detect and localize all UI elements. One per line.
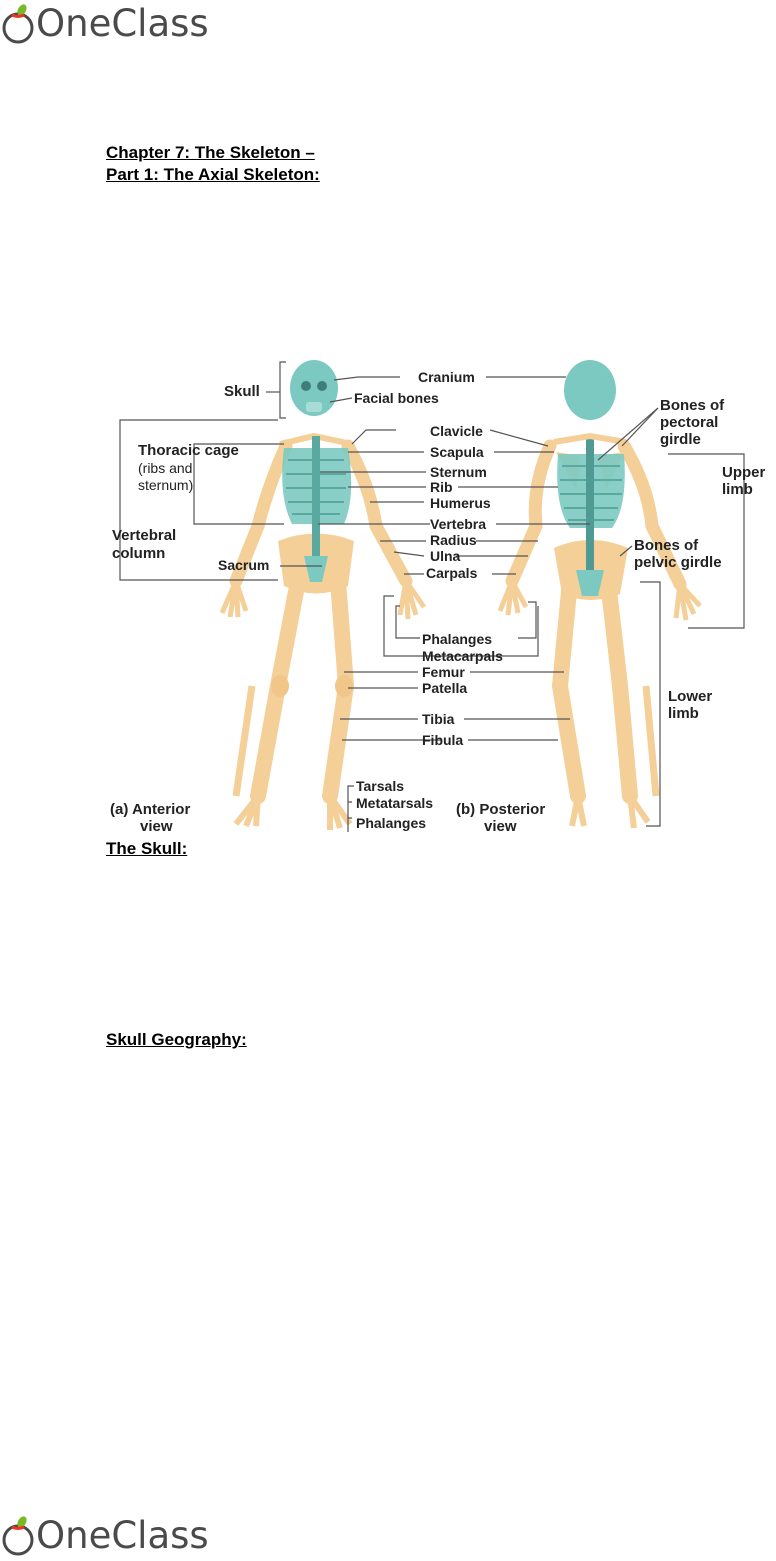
skull-heading: The Skull:	[106, 838, 187, 859]
part-title: Part 1: The Axial Skeleton:	[106, 164, 320, 185]
chapter-title: Chapter 7: The Skeleton –	[106, 142, 315, 163]
label-femur: Femur	[422, 664, 465, 680]
label-metacarpals: Metacarpals	[422, 648, 503, 664]
apple-logo-icon	[0, 4, 36, 44]
label-clavicle: Clavicle	[430, 423, 483, 439]
label-rib: Rib	[430, 479, 453, 495]
label-facial-bones: Facial bones	[354, 390, 439, 406]
skull-geography-heading: Skull Geography:	[106, 1029, 247, 1050]
label-radius: Radius	[430, 532, 477, 548]
skeleton-figure: Skull Thoracic cage (ribs and sternum) V…	[108, 356, 776, 836]
caption-posterior-2: view	[484, 818, 517, 835]
label-skull: Skull	[224, 383, 260, 400]
label-carpals: Carpals	[426, 565, 478, 581]
label-tarsals: Tarsals	[356, 778, 404, 794]
label-pelvic-1: Bones of	[634, 537, 699, 554]
label-cranium: Cranium	[418, 369, 475, 385]
label-sternum: Sternum	[430, 464, 487, 480]
brand-name: OneClass	[36, 4, 209, 44]
label-sacrum: Sacrum	[218, 557, 269, 573]
label-vertebral-2: column	[112, 545, 165, 562]
label-upper-2: limb	[722, 481, 753, 498]
label-vertebral-1: Vertebral	[112, 527, 176, 544]
label-phalanges-hand: Phalanges	[422, 631, 492, 647]
caption-posterior-1: (b) Posterior	[456, 801, 545, 818]
label-phalanges-foot: Phalanges	[356, 815, 426, 831]
skeleton-diagram: Skull Thoracic cage (ribs and sternum) V…	[108, 356, 776, 836]
label-thoracic-3: sternum)	[138, 477, 193, 493]
label-fibula: Fibula	[422, 732, 463, 748]
caption-anterior-2: view	[140, 818, 173, 835]
brand-name: OneClass	[36, 1516, 209, 1556]
label-ulna: Ulna	[430, 548, 461, 564]
label-metatarsals: Metatarsals	[356, 795, 433, 811]
label-tibia: Tibia	[422, 711, 455, 727]
label-pectoral-1: Bones of	[660, 397, 725, 414]
label-pelvic-2: pelvic girdle	[634, 554, 722, 571]
caption-anterior-1: (a) Anterior	[110, 801, 190, 818]
label-scapula: Scapula	[430, 444, 484, 460]
label-pectoral-3: girdle	[660, 431, 701, 448]
oneclass-logo-top: OneClass	[0, 4, 209, 44]
label-thoracic-2: (ribs and	[138, 460, 192, 476]
label-humerus: Humerus	[430, 495, 491, 511]
label-lower-1: Lower	[668, 688, 712, 705]
label-thoracic-1: Thoracic cage	[138, 442, 239, 459]
label-patella: Patella	[422, 680, 467, 696]
label-pectoral-2: pectoral	[660, 414, 718, 431]
apple-logo-icon	[0, 1516, 36, 1556]
oneclass-logo-bottom: OneClass	[0, 1516, 209, 1556]
label-vertebra: Vertebra	[430, 516, 486, 532]
label-lower-2: limb	[668, 705, 699, 722]
label-upper-1: Upper	[722, 464, 766, 481]
